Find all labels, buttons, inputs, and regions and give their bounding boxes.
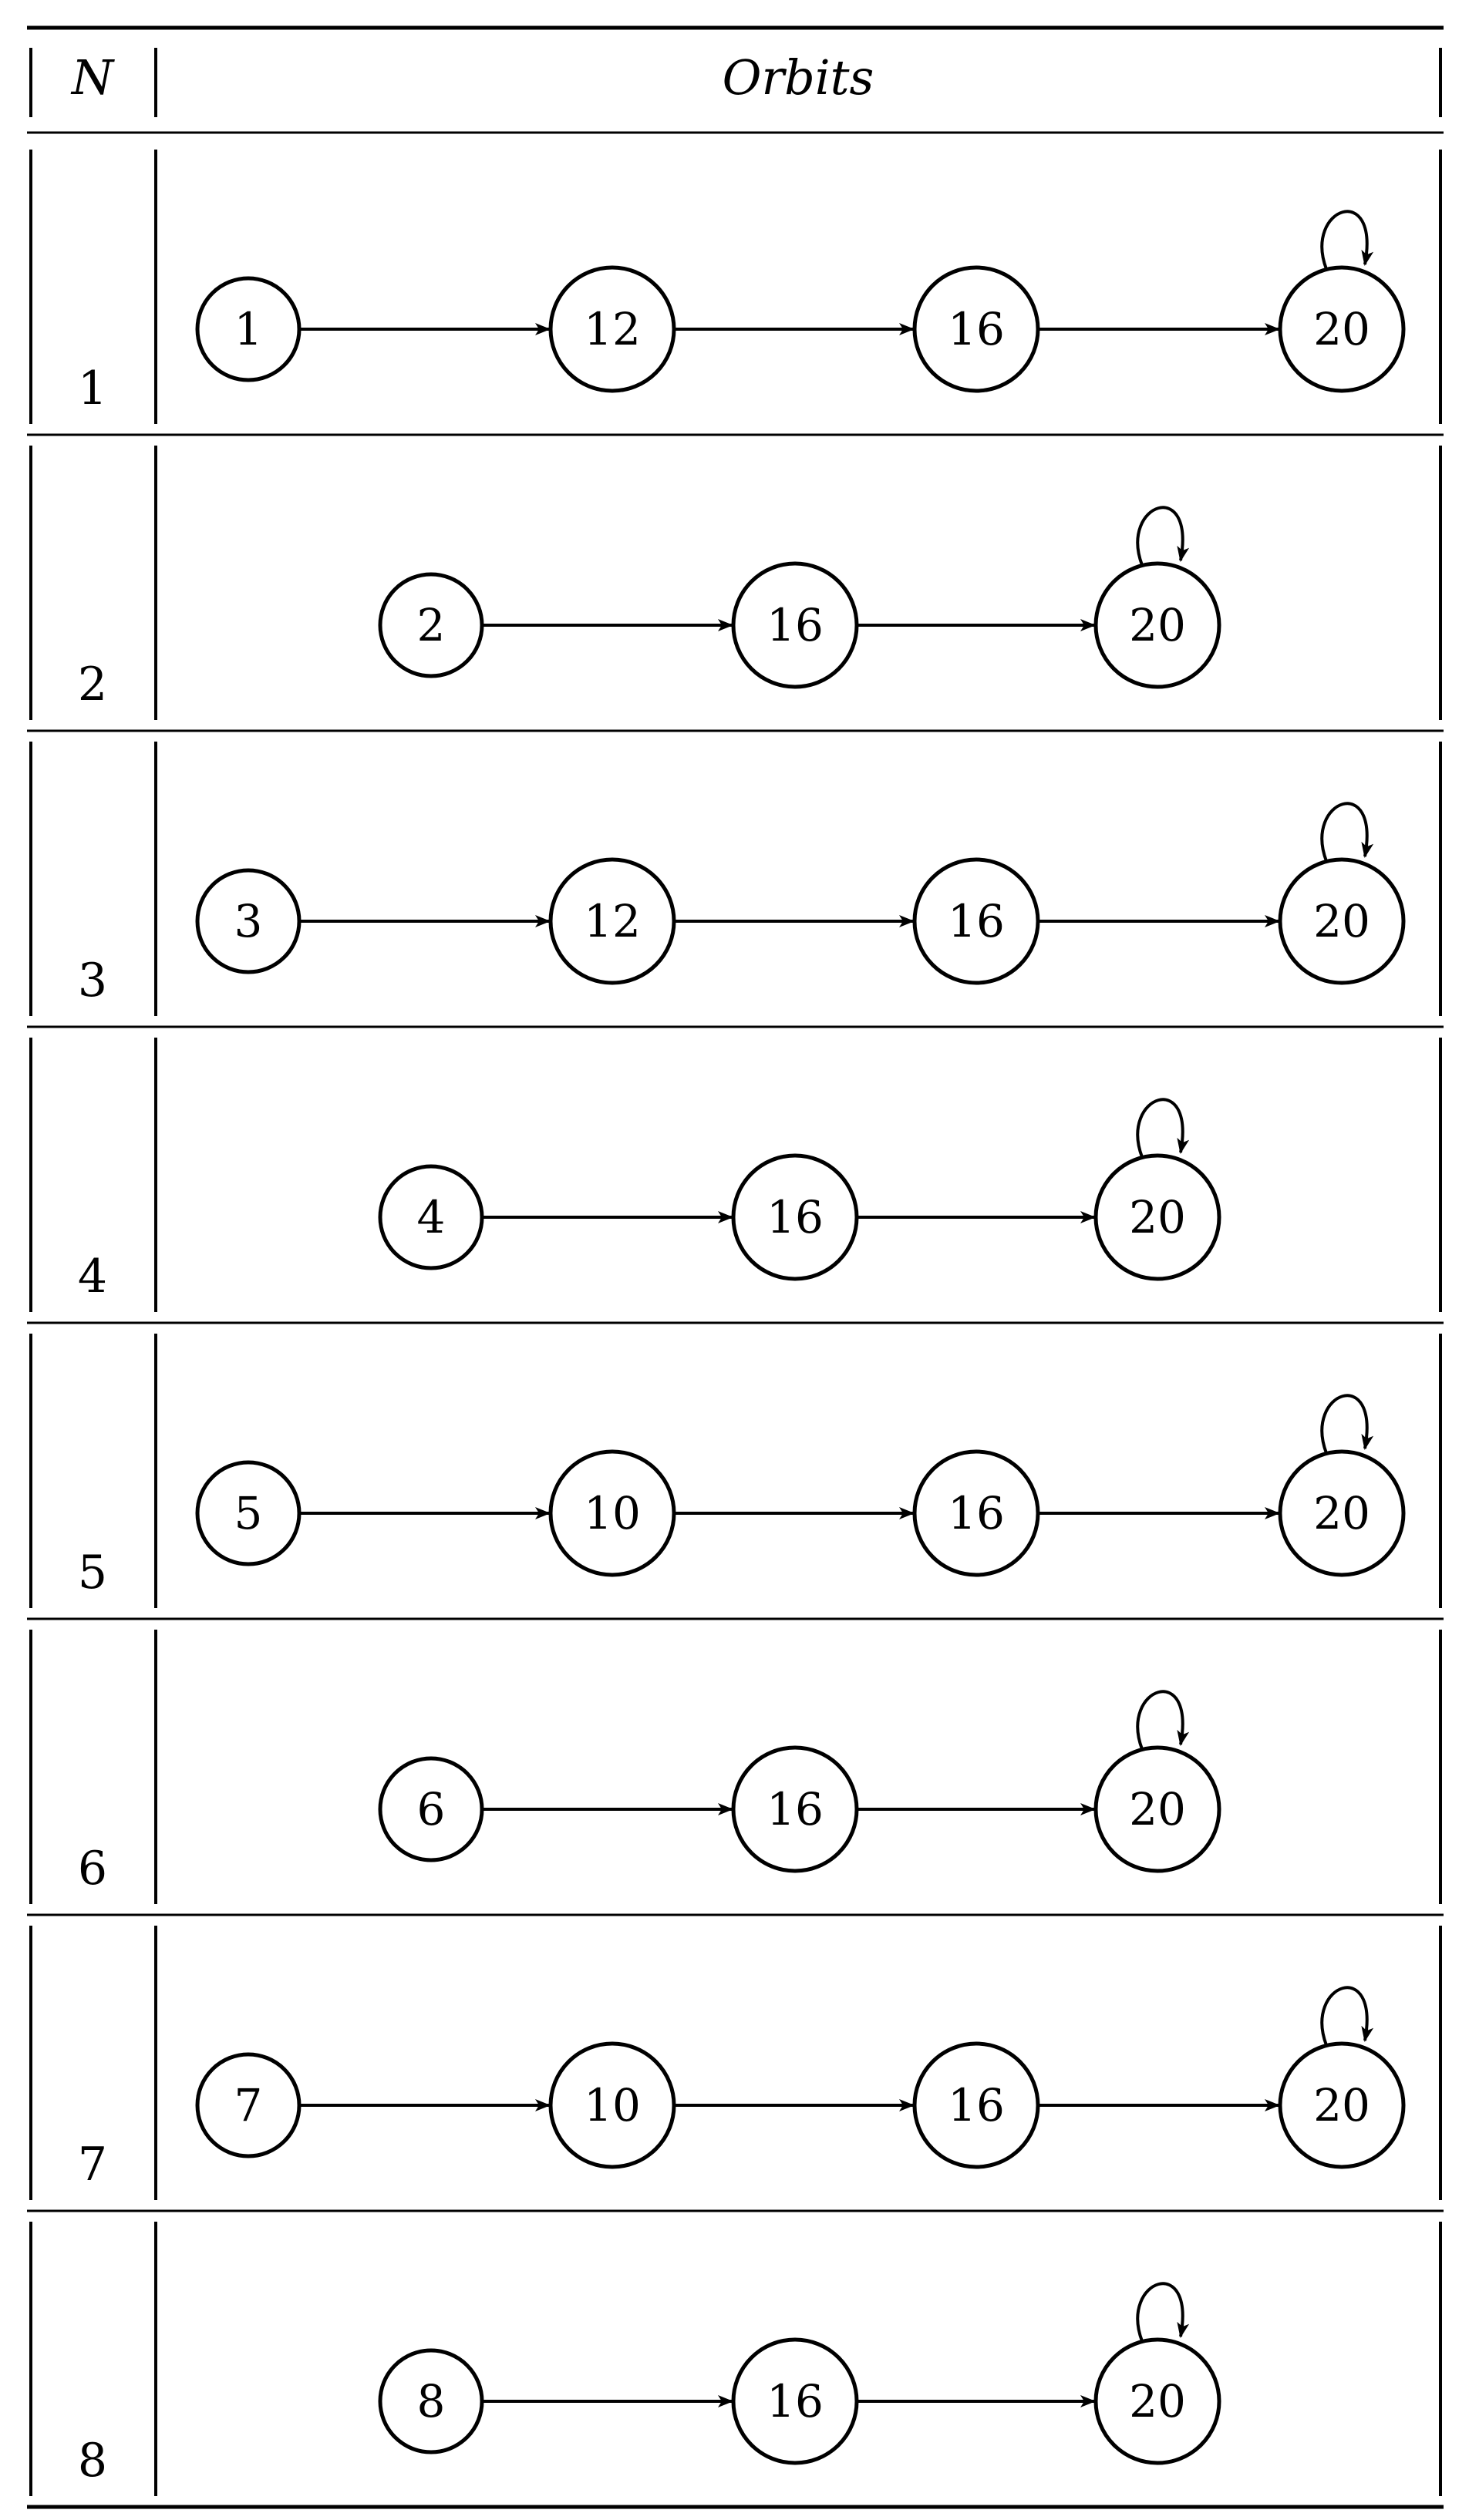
orbit-node bbox=[1278, 2041, 1406, 2169]
orbit-node bbox=[1278, 857, 1406, 985]
orbit-node bbox=[195, 868, 302, 974]
orbit-node bbox=[1278, 1449, 1406, 1577]
orbit-node bbox=[731, 1153, 859, 1281]
orbit-node-label: 20 bbox=[1129, 2375, 1186, 2427]
orbit-node bbox=[548, 857, 676, 985]
orbit-node bbox=[1278, 265, 1406, 393]
orbit-node bbox=[378, 2348, 484, 2454]
orbit-node-label: 20 bbox=[1313, 2079, 1370, 2131]
row-n-label: 8 bbox=[78, 2434, 107, 2488]
orbit-node bbox=[548, 1449, 676, 1577]
header-n: N bbox=[70, 49, 116, 106]
self-loop-arrow bbox=[1320, 1986, 1374, 2046]
orbit-node-label: 4 bbox=[417, 1191, 446, 1243]
orbit-node bbox=[912, 265, 1040, 393]
row-n-label: 2 bbox=[78, 658, 107, 712]
orbit-row: 3 3 12 16 20 bbox=[27, 742, 1444, 1028]
orbit-node bbox=[731, 1745, 859, 1873]
self-loop-arrow bbox=[1136, 1098, 1190, 1158]
orbit-row: 6 6 16 20 bbox=[27, 1630, 1444, 1916]
self-loop-arrow bbox=[1320, 210, 1374, 270]
orbit-node-label: 10 bbox=[584, 1487, 641, 1539]
row-n-label: 1 bbox=[78, 362, 107, 416]
orbit-row: 5 5 10 16 20 bbox=[27, 1334, 1444, 1620]
orbit-node bbox=[912, 1449, 1040, 1577]
orbit-node-label: 20 bbox=[1313, 303, 1370, 355]
self-loop-arrow bbox=[1320, 802, 1374, 862]
table-header: N Orbits bbox=[27, 25, 1444, 134]
orbit-row: 7 7 10 16 20 bbox=[27, 1926, 1444, 2212]
orbit-node-label: 20 bbox=[1129, 1191, 1186, 1243]
orbit-node-label: 20 bbox=[1129, 599, 1186, 651]
orbit-node-label: 6 bbox=[417, 1783, 446, 1835]
orbit-node bbox=[1093, 561, 1221, 689]
orbit-node bbox=[195, 1460, 302, 1566]
orbit-node-label: 16 bbox=[767, 1783, 824, 1835]
orbit-row: 1 1 12 16 20 bbox=[27, 150, 1444, 436]
orbit-node-label: 16 bbox=[767, 1191, 824, 1243]
orbit-node bbox=[1093, 2337, 1221, 2465]
orbit-node bbox=[195, 2052, 302, 2158]
orbit-node bbox=[912, 857, 1040, 985]
orbit-node-label: 10 bbox=[584, 2079, 641, 2131]
orbit-node-label: 8 bbox=[417, 2375, 446, 2427]
orbit-node-label: 3 bbox=[234, 895, 263, 947]
orbit-node-label: 1 bbox=[234, 303, 263, 355]
self-loop-arrow bbox=[1136, 506, 1190, 566]
self-loop-arrow bbox=[1136, 1690, 1190, 1750]
orbit-node bbox=[378, 1756, 484, 1862]
orbit-row: 2 2 16 20 bbox=[27, 446, 1444, 732]
orbit-node bbox=[912, 2041, 1040, 2169]
row-n-label: 5 bbox=[78, 1546, 107, 1600]
orbit-row: 8 8 16 20 bbox=[27, 2222, 1444, 2509]
orbit-node-label: 16 bbox=[948, 2079, 1005, 2131]
orbit-node-label: 2 bbox=[417, 599, 446, 651]
orbit-node-label: 16 bbox=[948, 895, 1005, 947]
table-body: 1 1 12 16 20 2 2 16 20 3 3 12 16 20 4 4 16 20 5 5 10 16 20 6 6 16… bbox=[27, 150, 1444, 2509]
row-n-label: 6 bbox=[78, 1842, 107, 1896]
orbit-node-label: 16 bbox=[948, 303, 1005, 355]
orbit-node bbox=[378, 1164, 484, 1270]
orbit-node bbox=[1093, 1153, 1221, 1281]
orbit-node-label: 16 bbox=[767, 599, 824, 651]
orbit-node bbox=[378, 572, 484, 678]
orbit-node bbox=[548, 265, 676, 393]
orbit-node bbox=[731, 561, 859, 689]
header-orbits: Orbits bbox=[723, 49, 874, 106]
self-loop-arrow bbox=[1136, 2282, 1190, 2342]
orbit-node-label: 12 bbox=[584, 303, 641, 355]
orbit-node bbox=[548, 2041, 676, 2169]
orbit-node bbox=[731, 2337, 859, 2465]
orbit-node-label: 20 bbox=[1129, 1783, 1186, 1835]
row-n-label: 4 bbox=[78, 1250, 107, 1304]
orbit-node-label: 20 bbox=[1313, 1487, 1370, 1539]
orbit-node-label: 12 bbox=[584, 895, 641, 947]
orbit-node-label: 16 bbox=[767, 2375, 824, 2427]
orbit-node bbox=[1093, 1745, 1221, 1873]
row-n-label: 3 bbox=[78, 954, 107, 1008]
orbit-node bbox=[195, 276, 302, 382]
row-n-label: 7 bbox=[78, 2138, 107, 2192]
orbit-node-label: 20 bbox=[1313, 895, 1370, 947]
self-loop-arrow bbox=[1320, 1394, 1374, 1454]
orbit-node-label: 16 bbox=[948, 1487, 1005, 1539]
orbit-node-label: 7 bbox=[234, 2079, 263, 2131]
orbit-node-label: 5 bbox=[234, 1487, 263, 1539]
orbit-row: 4 4 16 20 bbox=[27, 1038, 1444, 1324]
